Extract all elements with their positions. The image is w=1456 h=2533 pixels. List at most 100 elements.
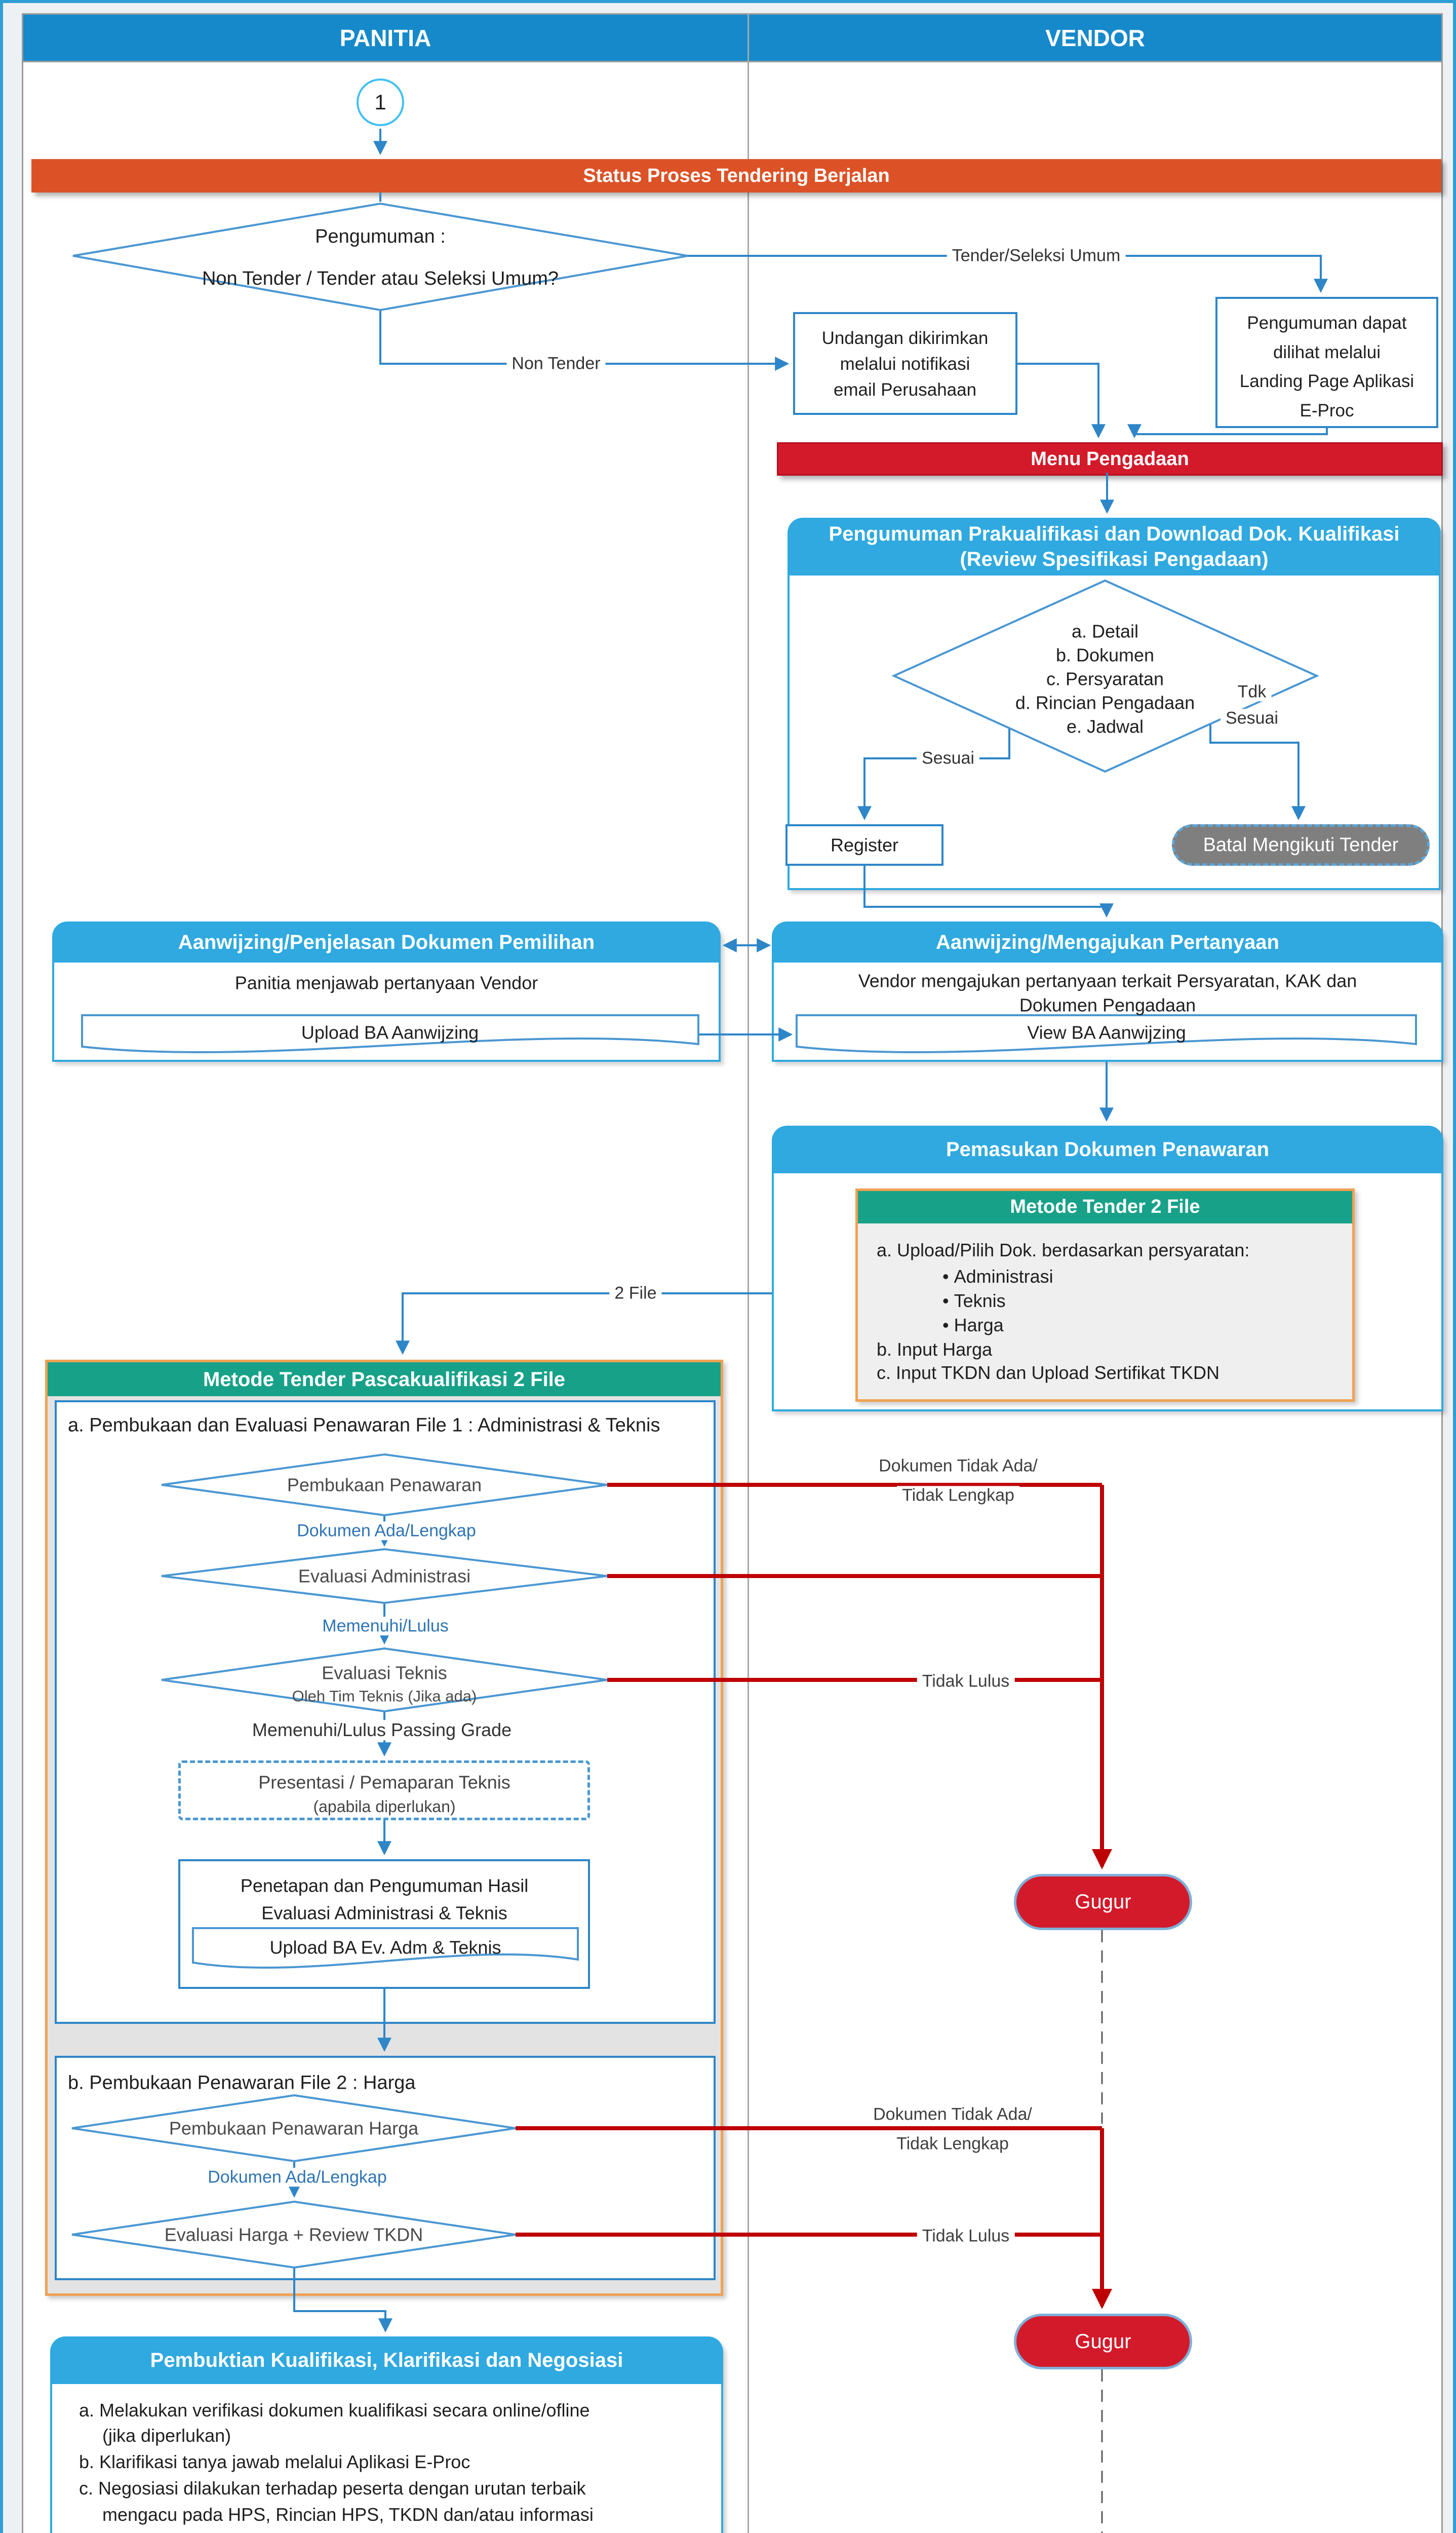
- diamond-pembukaan-penawaran: [161, 1453, 608, 1517]
- doc-upload-ba-ev-label: Upload BA Ev. Adm & Teknis: [269, 1937, 501, 1958]
- edge-2file: [396, 1292, 772, 1355]
- lane-header-vendor: VENDOR: [747, 13, 1443, 62]
- label-tidak-lulus-2: Tidak Lulus: [917, 2226, 1015, 2246]
- presentasi-l1: Presentasi / Pemaparan Teknis: [258, 1772, 510, 1793]
- d-evalteknis-label2: Oleh Tim Teknis (Jika ada): [292, 1687, 477, 1705]
- label-tender-umum: Tender/Seleksi Umum: [947, 246, 1126, 265]
- batal-mengikuti-tender-pill: Batal Mengikuti Tender: [1172, 824, 1430, 866]
- d-harga-label: Pembukaan Penawaran Harga: [169, 2118, 419, 2139]
- prakualifikasi-title-line2: (Review Spesifikasi Pengadaan): [960, 548, 1269, 570]
- metode-2file-title: Metode Tender 2 File: [1010, 1196, 1200, 1218]
- landing-page-box: [1215, 297, 1438, 428]
- edge-register-to-aanwijzing: [863, 866, 1114, 918]
- label-dta1-l2: Tidak Lengkap: [897, 1485, 1019, 1505]
- edge-evalharga-pembuktian: [293, 2268, 392, 2333]
- d-evalteknis-label1: Evaluasi Teknis: [322, 1662, 447, 1683]
- lane-vendor-label: VENDOR: [1045, 24, 1145, 51]
- diamonds: [71, 202, 1319, 2269]
- gugur-pill-1: Gugur: [1014, 1874, 1192, 1930]
- label-dok-ada-1: Dokumen Ada/Lengkap: [292, 1521, 481, 1541]
- file1-title: a. Pembukaan dan Evaluasi Penawaran File…: [68, 1414, 660, 1436]
- label-dta2-l1: Dokumen Tidak Ada/: [868, 2104, 1037, 2124]
- metode2file-i2: Teknis: [942, 1290, 1006, 1312]
- undangan-l3: email Perusahaan: [833, 380, 977, 400]
- label-sesuai: Sesuai: [917, 748, 979, 768]
- prakualifikasi-title-line1: Pengumuman Prakualifikasi dan Download D…: [829, 523, 1400, 545]
- undangan-box: [793, 312, 1017, 415]
- metode2file-a: a. Upload/Pilih Dok. berdasarkan persyar…: [877, 1240, 1250, 1260]
- penetapan-hasil-l2: Evaluasi Administrasi & Teknis: [261, 1902, 507, 1924]
- file2-title: b. Pembukaan Penawaran File 2 : Harga: [68, 2072, 416, 2094]
- diamond-pembukaan-harga: [71, 2094, 516, 2163]
- prak-d-b: b. Dokumen: [1055, 644, 1155, 666]
- metode2file-i3: Harga: [942, 1315, 1004, 1336]
- red-connectors: [516, 1483, 1112, 2309]
- prak-d-a: a. Detail: [1071, 621, 1139, 642]
- label-dta2-l2: Tidak Lengkap: [891, 2134, 1014, 2154]
- d-pengumuman-l1: Pengumuman :: [315, 226, 446, 248]
- aanwijzing-panitia-title: Aanwijzing/Penjelasan Dokumen Pemilihan: [178, 931, 595, 953]
- edge-tdk-sesuai-batal: [1209, 724, 1306, 821]
- label-tidak-lulus-1: Tidak Lulus: [917, 1671, 1015, 1691]
- label-dok-ada-2: Dokumen Ada/Lengkap: [203, 2167, 392, 2187]
- menu-pengadaan-label: Menu Pengadaan: [1031, 448, 1189, 470]
- label-passing: Memenuhi/Lulus Passing Grade: [247, 1720, 517, 1740]
- presentasi-box: [178, 1760, 590, 1820]
- d-pengumuman-l2: Non Tender / Tender atau Seleksi Umum?: [202, 268, 559, 290]
- pembuktian-c2: mengacu pada HPS, Rincian HPS, TKDN dan/…: [102, 2504, 594, 2525]
- metode-pasca-title: Metode Tender Pascakualifikasi 2 File: [203, 1368, 566, 1391]
- doc-upload-ba-ev: [192, 1927, 579, 1969]
- label-memenuhi: Memenuhi/Lulus: [317, 1616, 454, 1636]
- start-connector: 1: [357, 79, 404, 126]
- penetapan-hasil-l1: Penetapan dan Pengumuman Hasil: [240, 1875, 529, 1896]
- diamond-evaluasi-teknis: [161, 1647, 608, 1713]
- label-dta1-l1: Dokumen Tidak Ada/: [874, 1456, 1043, 1476]
- prak-d-c: c. Persyaratan: [1046, 668, 1164, 689]
- register-label: Register: [830, 834, 899, 856]
- d-evalharga-label: Evaluasi Harga + Review TKDN: [164, 2224, 423, 2245]
- presentasi-l2: (apabila diperlukan): [313, 1797, 456, 1816]
- landing-l3: Landing Page Aplikasi: [1239, 371, 1414, 391]
- pembuktian-b: b. Klarifikasi tanya jawab melalui Aplik…: [79, 2451, 470, 2472]
- prak-d-e: e. Jadwal: [1066, 716, 1144, 737]
- undangan-l1: Undangan dikirimkan: [821, 328, 989, 348]
- gugur1-label: Gugur: [1075, 1891, 1131, 1913]
- diamond-review-dok: [891, 579, 1319, 773]
- lane-header-panitia: PANITIA: [22, 13, 749, 62]
- aanwijzing-panitia-body: Panitia menjawab pertanyaan Vendor: [234, 972, 538, 993]
- gugur2-label: Gugur: [1075, 2330, 1131, 2353]
- blue-connectors: [287, 129, 1328, 2333]
- label-non-tender: Non Tender: [506, 354, 606, 373]
- metode2file-c: c. Input TKDN dan Upload Sertifikat TKDN: [877, 1362, 1219, 1383]
- pemasukan-title: Pemasukan Dokumen Penawaran: [946, 1138, 1270, 1161]
- landing-l1: Pengumuman dapat: [1247, 313, 1407, 333]
- metode2file-i1: Administrasi: [942, 1266, 1053, 1287]
- doc-view-ba-aanwijzing-label: View BA Aanwijzing: [1027, 1022, 1186, 1043]
- pembuktian-c3: lainnya: [102, 2530, 160, 2533]
- landing-l4: E-Proc: [1300, 401, 1354, 420]
- diamond-evaluasi-administrasi: [161, 1548, 608, 1604]
- gugur-pill-2: Gugur: [1014, 2314, 1192, 2369]
- edge-sesuai-register: [857, 728, 1010, 821]
- start-connector-number: 1: [374, 90, 386, 114]
- edge-landing-to-menu: [1127, 424, 1328, 439]
- pembuktian-a1: a. Melakukan verifikasi dokumen kualifik…: [79, 2400, 590, 2421]
- doc-upload-ba-aanwijzing: [81, 1014, 699, 1053]
- landing-l2: dilihat melalui: [1273, 342, 1381, 362]
- doc-view-ba-aanwijzing: [796, 1014, 1417, 1053]
- diamond-evaluasi-harga: [71, 2200, 516, 2269]
- register-box: [785, 824, 943, 866]
- pembuktian-title: Pembuktian Kualifikasi, Klarifikasi dan …: [150, 2349, 623, 2371]
- lane-divider: [747, 13, 749, 2533]
- edge-tender-umum: [688, 255, 1328, 293]
- d-pembukaan-label: Pembukaan Penawaran: [287, 1474, 482, 1495]
- edge-undangan-to-menu: [1017, 363, 1106, 439]
- aanwijzing-vendor-b2: Dokumen Pengadaan: [1019, 994, 1196, 1016]
- status-banner: Status Proses Tendering Berjalan: [31, 159, 1441, 193]
- status-banner-label: Status Proses Tendering Berjalan: [583, 165, 890, 186]
- aanwijzing-vendor-b1: Vendor mengajukan pertanyaan terkait Per…: [858, 970, 1357, 991]
- label-tdk-1: Tdk: [1232, 682, 1272, 702]
- label-tdk-2: Sesuai: [1221, 708, 1283, 728]
- label-2file: 2 File: [609, 1283, 662, 1303]
